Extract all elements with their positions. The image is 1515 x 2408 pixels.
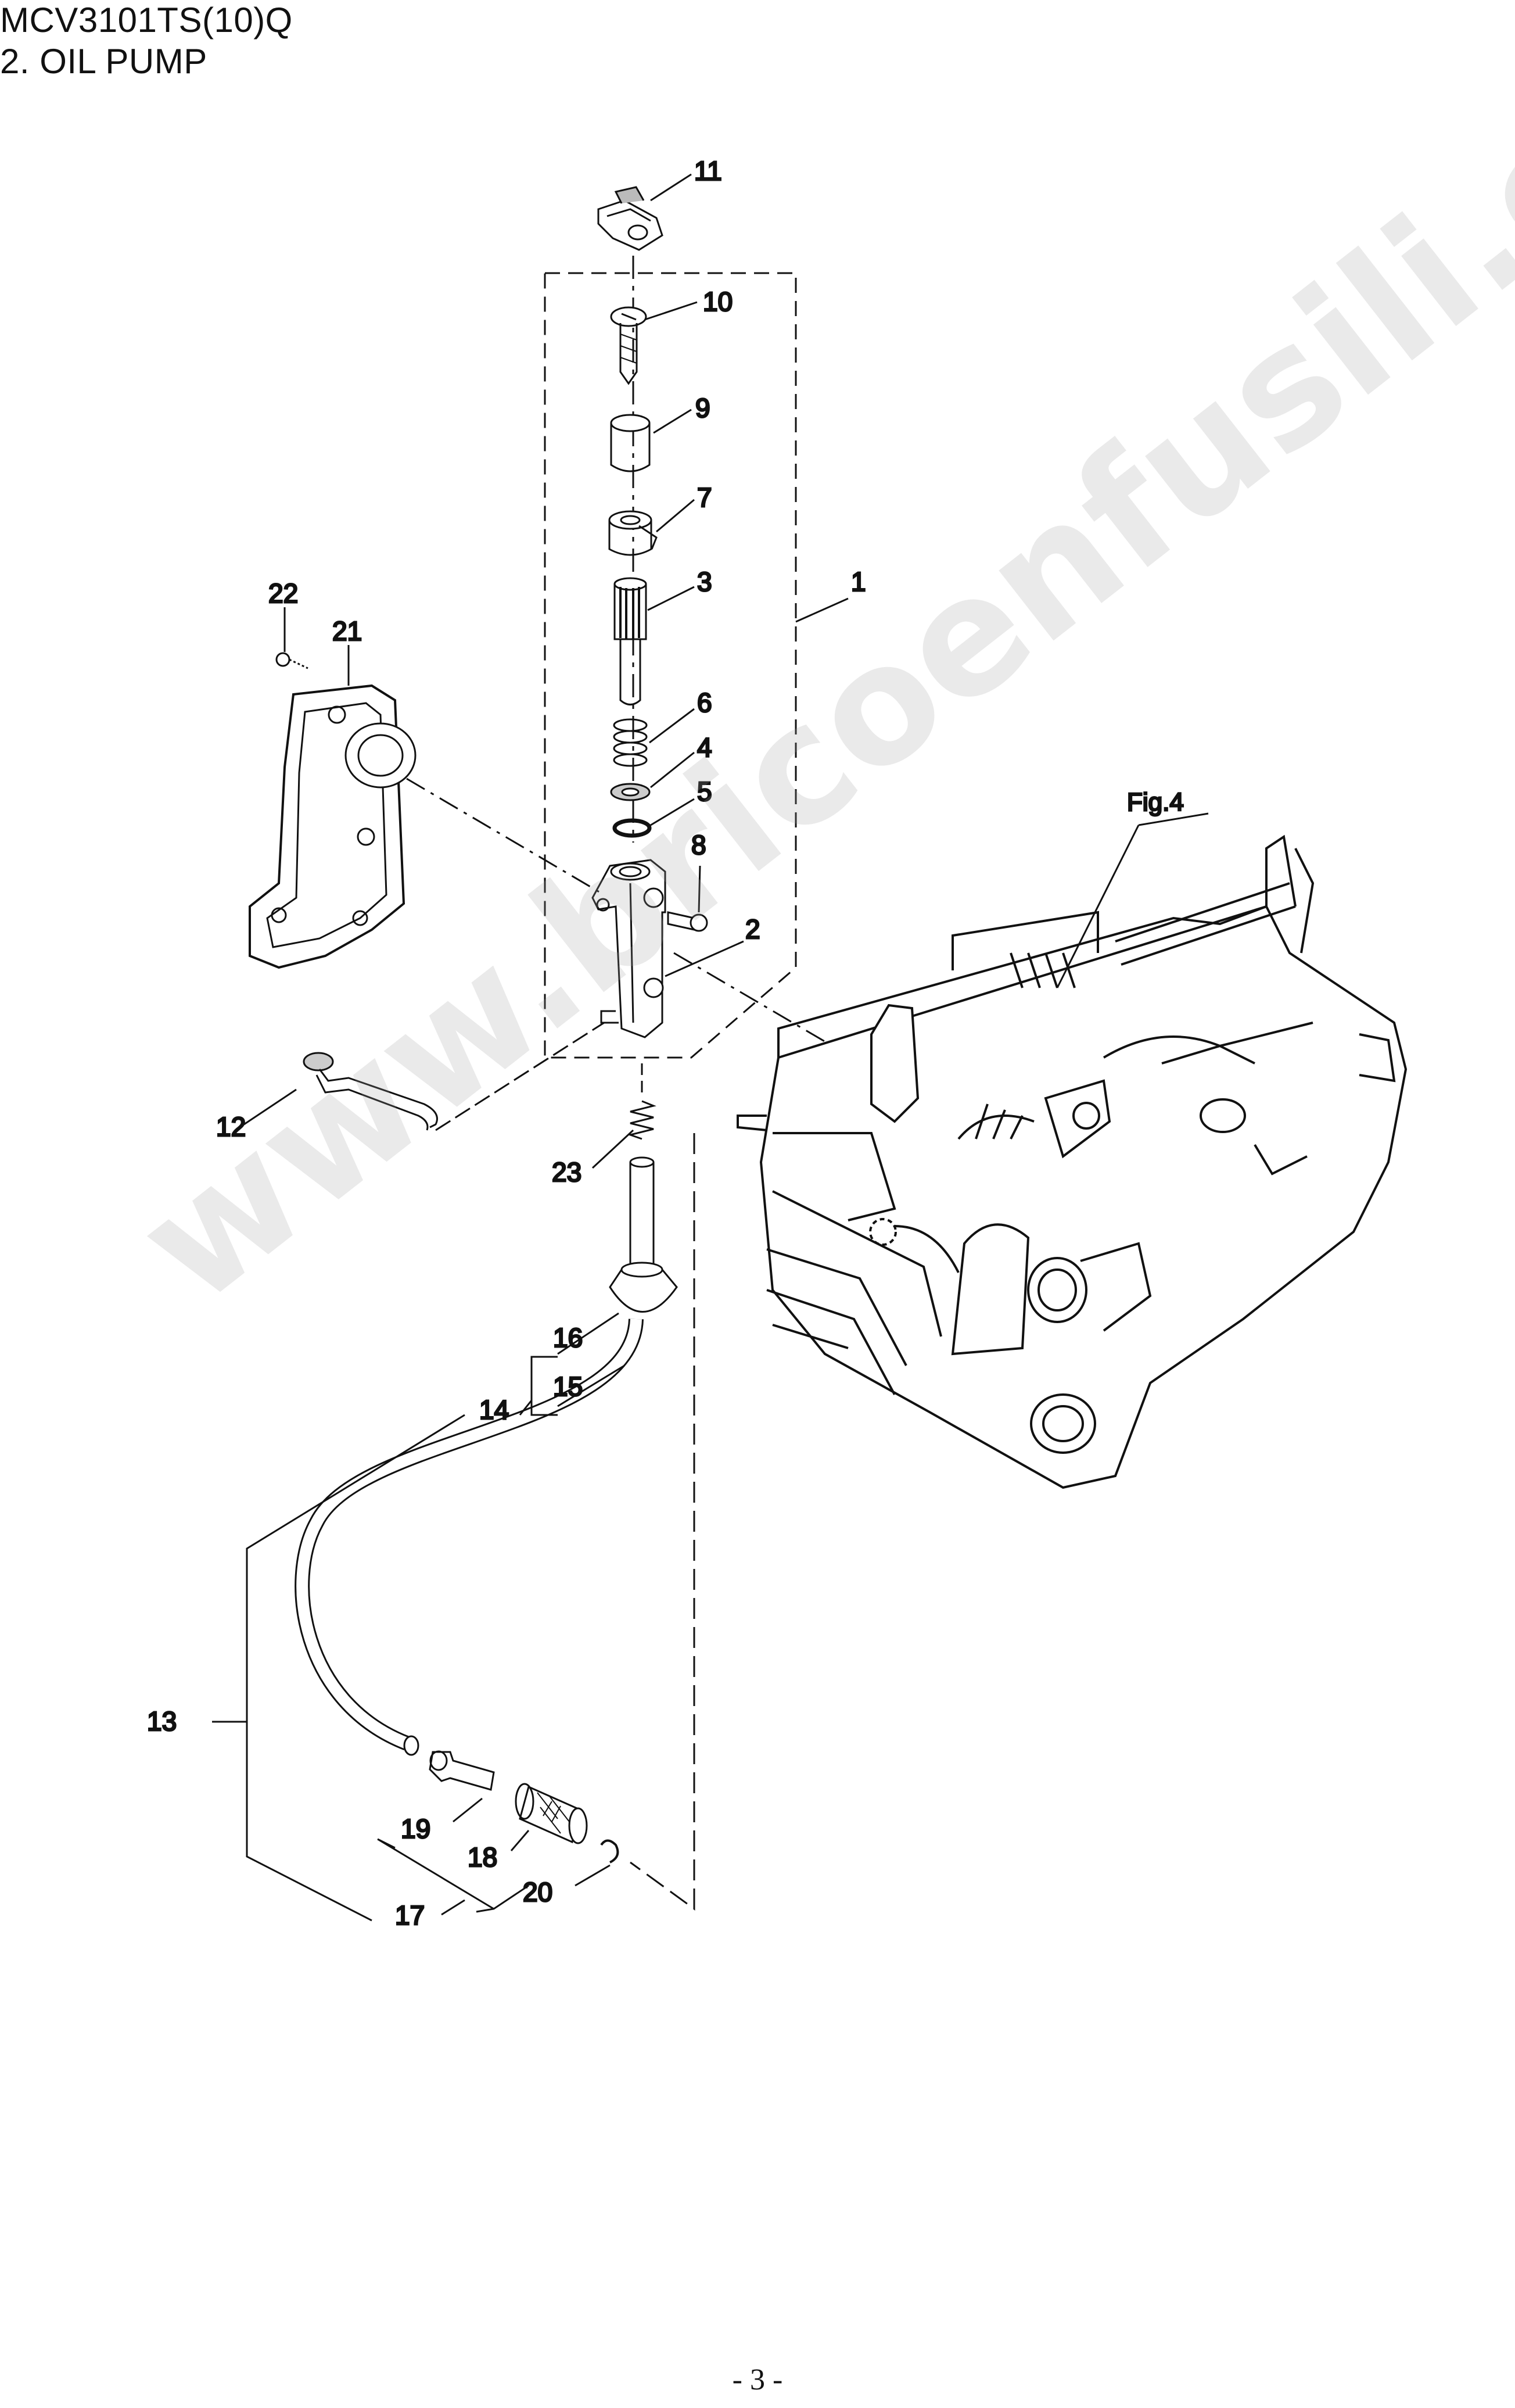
callout-12: 12 bbox=[216, 1112, 246, 1142]
callout-22: 22 bbox=[268, 578, 298, 608]
part-11-cap bbox=[597, 186, 663, 251]
fig-reference-label: Fig.4 bbox=[1127, 788, 1184, 816]
callout-10: 10 bbox=[703, 286, 733, 317]
bracket-14 bbox=[530, 1356, 558, 1416]
callout-3: 3 bbox=[697, 567, 712, 597]
callout-16: 16 bbox=[553, 1323, 583, 1353]
bracket-17 bbox=[377, 1838, 494, 1910]
leader-2 bbox=[665, 940, 744, 977]
leader-20 bbox=[575, 1864, 611, 1887]
part-10-screw bbox=[610, 306, 647, 385]
assembly-line-body bbox=[673, 952, 843, 1053]
leader-15 bbox=[557, 1364, 625, 1407]
page-number: - 3 - bbox=[732, 2363, 783, 2396]
part-21-cover-plate bbox=[249, 684, 417, 969]
callout-4: 4 bbox=[697, 732, 712, 762]
leader-4 bbox=[650, 751, 695, 789]
leader-5 bbox=[650, 798, 695, 826]
part-18-filter bbox=[515, 1783, 588, 1844]
leader-7 bbox=[656, 499, 695, 533]
leader-12 bbox=[243, 1088, 297, 1126]
part-12-pipe bbox=[303, 1052, 438, 1131]
leader-8 bbox=[698, 865, 701, 913]
section-title: 2. OIL PUMP bbox=[0, 41, 207, 81]
callout-20: 20 bbox=[523, 1877, 552, 1907]
leader-6 bbox=[649, 708, 695, 744]
leader-10 bbox=[644, 301, 698, 321]
leader-19 bbox=[453, 1797, 483, 1823]
model-title: MCV3101TS(10)Q bbox=[0, 1, 293, 40]
callout-19: 19 bbox=[401, 1814, 430, 1844]
callout-2: 2 bbox=[745, 914, 760, 944]
callout-6: 6 bbox=[697, 687, 712, 718]
leader-3 bbox=[647, 586, 695, 611]
callout-7: 7 bbox=[697, 482, 712, 513]
part-7-collar bbox=[608, 510, 658, 556]
fig-reference-underline bbox=[1138, 812, 1209, 826]
crankcase-chassis bbox=[737, 834, 1408, 1489]
part-5-o-ring bbox=[612, 818, 652, 838]
leader-11 bbox=[650, 173, 692, 202]
callout-13: 13 bbox=[147, 1706, 177, 1736]
page-header: MCV3101TS(10)Q 2. OIL PUMP bbox=[0, 0, 293, 83]
callout-23: 23 bbox=[552, 1157, 581, 1187]
callout-18: 18 bbox=[468, 1842, 497, 1872]
callout-1: 1 bbox=[851, 567, 866, 597]
callout-11: 11 bbox=[694, 156, 722, 186]
part-4-washer bbox=[610, 783, 651, 801]
callout-15: 15 bbox=[553, 1371, 583, 1402]
assembly-group-box bbox=[544, 272, 797, 1059]
part-19-connector bbox=[429, 1750, 495, 1791]
callout-9: 9 bbox=[695, 393, 710, 423]
part-22-screw bbox=[275, 652, 308, 669]
crankcase-reference-line bbox=[630, 1133, 695, 1911]
bracket-1 bbox=[795, 597, 849, 623]
leader-9 bbox=[653, 408, 692, 434]
assembly-line-21 bbox=[406, 777, 605, 896]
part-23-spring bbox=[627, 1100, 656, 1140]
callout-14: 14 bbox=[479, 1395, 509, 1425]
assembly-line-12 bbox=[435, 1022, 605, 1131]
bracket-13 bbox=[246, 1414, 465, 1922]
callout-17: 17 bbox=[395, 1900, 425, 1930]
part-6-spring bbox=[613, 718, 648, 767]
part-3-gear-shaft bbox=[613, 577, 647, 705]
callout-5: 5 bbox=[697, 776, 712, 807]
leader-17 bbox=[441, 1899, 465, 1916]
fig-reference-leader bbox=[1056, 825, 1140, 988]
callout-21: 21 bbox=[332, 616, 362, 646]
part-9-sleeve bbox=[610, 414, 651, 472]
callout-8: 8 bbox=[691, 830, 706, 860]
part-8-bolt bbox=[667, 911, 708, 932]
leader-23 bbox=[591, 1129, 634, 1169]
leader-14 bbox=[519, 1400, 533, 1416]
leader-16 bbox=[557, 1312, 619, 1355]
part-15-16-suction-fitting bbox=[609, 1156, 678, 1313]
part-2-pump-body bbox=[591, 859, 666, 1038]
leader-18 bbox=[510, 1830, 530, 1851]
part-20-clip bbox=[600, 1839, 619, 1864]
hose-end bbox=[403, 1735, 419, 1756]
